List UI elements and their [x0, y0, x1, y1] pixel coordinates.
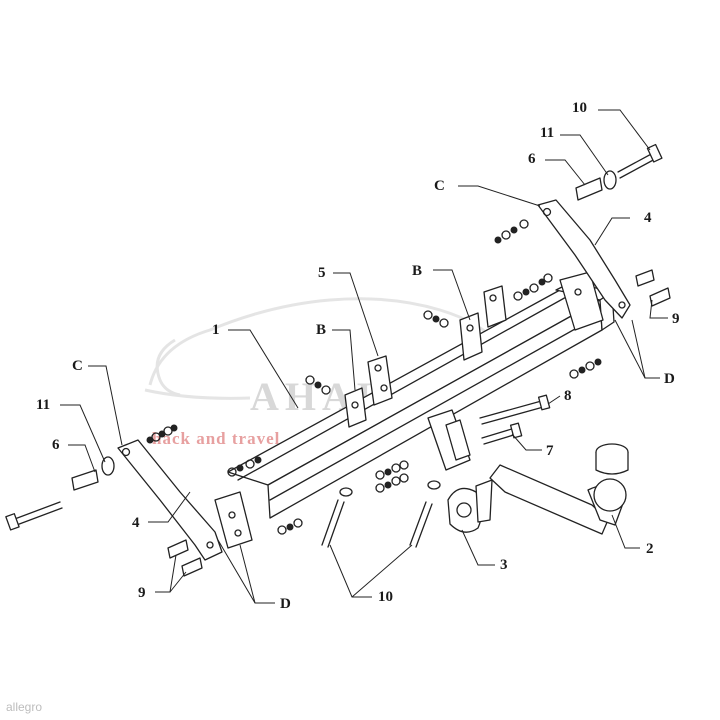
- bolt-left-10: [5, 501, 63, 531]
- label-d-left: D: [280, 596, 291, 612]
- bracket-b-right: [459, 285, 507, 361]
- center-bracket: [427, 409, 471, 471]
- corner-watermark: allegro: [6, 700, 43, 714]
- bracket-b-left: [344, 387, 367, 428]
- washer-right-11: [603, 170, 617, 190]
- bolt-left-9: [167, 539, 203, 577]
- label-10-top: 10: [572, 100, 587, 116]
- leader-lines: [60, 109, 668, 604]
- label-11-left: 11: [36, 397, 50, 413]
- nut-cluster-right-mid: [513, 273, 553, 301]
- bolt-part-7: [481, 422, 523, 445]
- right-end-plate: [559, 271, 604, 331]
- label-b-right: B: [412, 263, 422, 279]
- label-1: 1: [212, 322, 220, 338]
- label-6-right: 6: [528, 151, 536, 167]
- nut-cluster-right-top: [494, 219, 529, 244]
- bolt-bottom-10a: [321, 487, 353, 548]
- label-6-left: 6: [52, 437, 60, 453]
- label-3: 3: [500, 557, 508, 573]
- nut-cluster-center: [375, 460, 409, 493]
- label-d-right: D: [664, 371, 675, 387]
- label-11-right: 11: [540, 125, 554, 141]
- bolt-right-10: [617, 143, 663, 179]
- label-7: 7: [546, 443, 554, 459]
- watermark-car-logo: [144, 297, 502, 400]
- label-2: 2: [646, 541, 654, 557]
- label-9-left: 9: [138, 585, 146, 601]
- label-c-left: C: [72, 358, 83, 374]
- nut-cluster-left-bottom: [277, 518, 303, 535]
- socket-plate: [447, 479, 493, 533]
- spacer-left-6: [71, 469, 99, 491]
- label-9-right: 9: [672, 311, 680, 327]
- nut-cluster-b-right: [423, 310, 449, 328]
- label-4-right: 4: [644, 210, 652, 226]
- ball-neck: [489, 443, 629, 535]
- nut-cluster-b-left: [305, 375, 331, 395]
- right-side-arm: [537, 199, 631, 319]
- nut-cluster-right-bottom: [569, 358, 602, 379]
- label-4-left: 4: [132, 515, 140, 531]
- bolt-right-9: [635, 269, 671, 307]
- label-8: 8: [564, 388, 572, 404]
- spacer-right-6: [575, 177, 603, 201]
- bracket-part-5: [367, 355, 393, 406]
- bolt-bottom-10b: [409, 480, 441, 548]
- label-c-right: C: [434, 178, 445, 194]
- label-b-left: B: [316, 322, 326, 338]
- bolt-part-8: [479, 394, 551, 425]
- watermark-tagline: hack and travel: [152, 429, 280, 448]
- nut-cluster-left-mid: [227, 456, 262, 477]
- left-side-arm: [117, 439, 223, 561]
- nut-cluster-left-top: [146, 424, 178, 444]
- label-5: 5: [318, 265, 326, 281]
- left-end-plate: [214, 491, 253, 549]
- label-10-bottom: 10: [378, 589, 393, 605]
